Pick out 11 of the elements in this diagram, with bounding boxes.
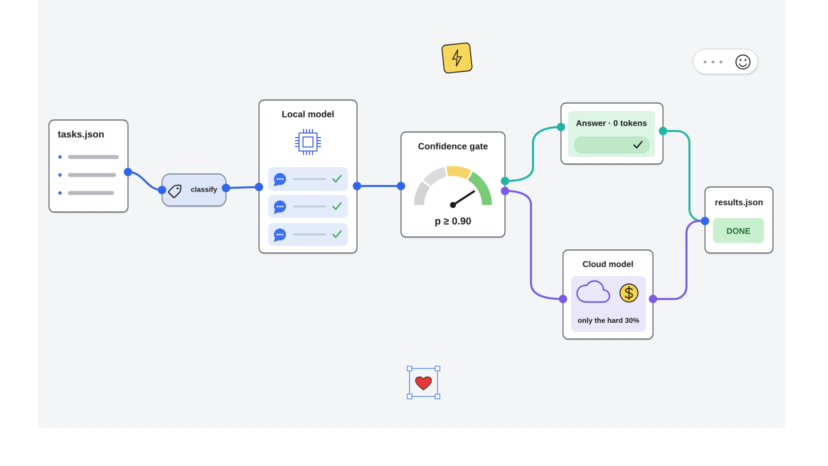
port-dot bbox=[158, 186, 166, 194]
port-dot bbox=[658, 126, 668, 136]
port-dot bbox=[352, 182, 362, 190]
port-dot bbox=[254, 182, 264, 192]
port-dot bbox=[222, 184, 230, 192]
port-dot bbox=[500, 186, 510, 196]
port-dot bbox=[556, 122, 566, 132]
port-dot bbox=[500, 176, 510, 186]
port-dot bbox=[396, 182, 406, 190]
port-dot bbox=[124, 168, 132, 176]
file-card: tasks.json bbox=[48, 120, 128, 214]
